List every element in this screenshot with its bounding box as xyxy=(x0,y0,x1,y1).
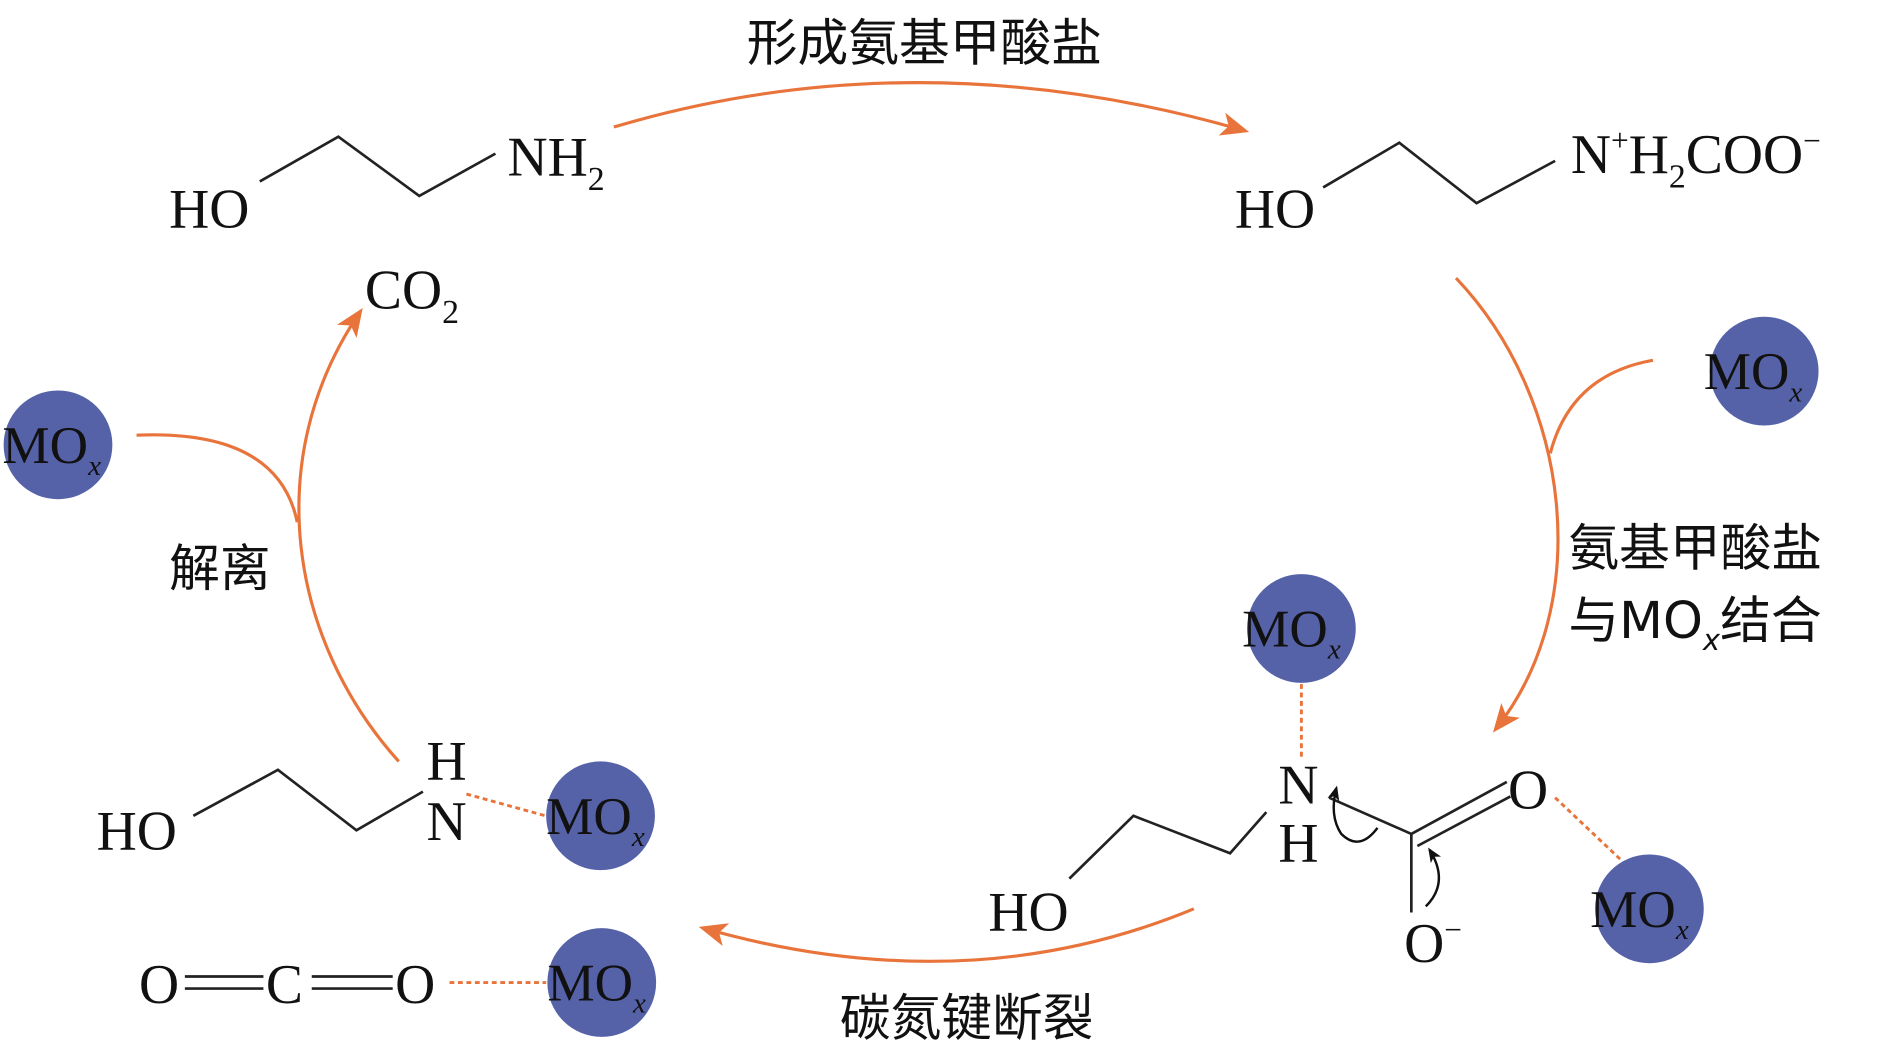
amine-group: NH2 xyxy=(508,126,605,198)
svg-text:MOx: MOx xyxy=(546,788,645,853)
double-bond xyxy=(1410,780,1508,836)
svg-text:C: C xyxy=(266,954,303,1016)
mox-particle: MOx xyxy=(546,761,655,871)
arrow-mox-binding xyxy=(1454,277,1560,733)
svg-text:MOx: MOx xyxy=(547,955,646,1020)
molecule-mea: HO NH2 xyxy=(169,126,605,240)
arrow-carbamate-formation xyxy=(613,81,1250,136)
atom-n: N xyxy=(1278,755,1318,817)
electron-arrow xyxy=(1424,847,1442,908)
interaction-line xyxy=(1554,796,1623,862)
svg-text:N: N xyxy=(427,791,467,853)
svg-text:MOx: MOx xyxy=(1242,601,1341,666)
arrow-cn-cleavage xyxy=(698,907,1195,963)
mox-particle: MOx xyxy=(2,390,113,500)
arrow-dissociation xyxy=(297,308,400,763)
mox-particle: MOx xyxy=(547,928,657,1037)
carbon-chain xyxy=(259,135,497,198)
svg-text:MOx: MOx xyxy=(1590,881,1689,946)
carbon-chain xyxy=(1068,811,1268,880)
carbon-chain xyxy=(1322,141,1556,205)
carbamate-group: N+H2COO− xyxy=(1571,123,1821,195)
svg-text:H: H xyxy=(427,731,467,793)
atom-o-minus: O− xyxy=(1404,912,1462,975)
step-label-carbamate-formation: 形成氨基甲酸盐 xyxy=(747,14,1102,73)
svg-text:O: O xyxy=(395,954,435,1016)
molecule-co2-bound: O C O xyxy=(139,954,435,1016)
mox-particle: MOx xyxy=(1242,574,1356,683)
mox-particle: MOx xyxy=(1590,854,1704,964)
step-label-binding-line2: 与MOx结合 xyxy=(1568,591,1821,657)
mox-join-line xyxy=(1548,358,1654,454)
atom-ho: HO xyxy=(1235,178,1315,240)
svg-text:O: O xyxy=(139,954,179,1016)
step-label-dissociation: 解离 xyxy=(169,539,271,598)
step-label-binding-line1: 氨基甲酸盐 xyxy=(1568,519,1822,578)
molecule-mea-bound: HO H N xyxy=(97,731,467,863)
atom-ho: HO xyxy=(169,178,249,240)
co2-released: CO2 xyxy=(365,259,459,330)
svg-text:HO: HO xyxy=(97,801,177,863)
svg-text:MOx: MOx xyxy=(2,417,101,482)
svg-text:MOx: MOx xyxy=(1704,343,1803,408)
mox-release-line xyxy=(136,433,299,523)
molecule-bound-carbamate: N H HO O O− xyxy=(988,755,1548,975)
step-label-cn-cleavage: 碳氮键断裂 xyxy=(840,989,1094,1048)
mox-particle: MOx xyxy=(1704,316,1819,426)
interaction-line xyxy=(466,792,551,819)
atom-ho: HO xyxy=(988,882,1068,944)
atom-h: H xyxy=(1278,813,1318,875)
molecule-carbamate: HO N+H2COO− xyxy=(1235,123,1821,240)
atom-o: O xyxy=(1508,760,1548,822)
electron-arrow xyxy=(1327,785,1379,843)
